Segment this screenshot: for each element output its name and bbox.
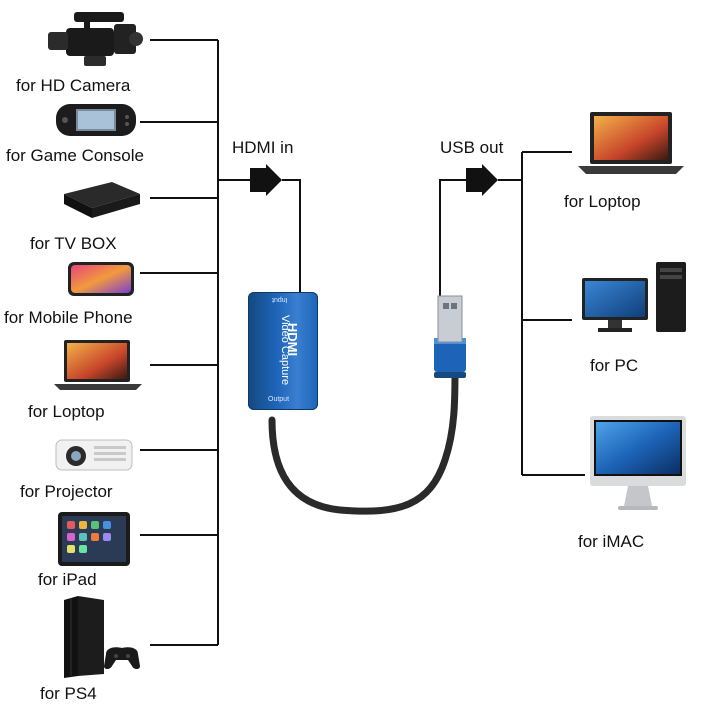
hdmi-in-arrow: [250, 164, 282, 196]
input-label-laptop: for Loptop: [28, 402, 105, 421]
input-label-projector: for Projector: [20, 482, 113, 501]
ps4-console-icon: [64, 596, 140, 678]
output-laptop-icon: [578, 112, 684, 174]
input-label-tv-box: for TV BOX: [30, 234, 117, 253]
laptop-icon: [54, 340, 142, 390]
handheld-console-icon: [56, 104, 136, 136]
output-label-imac: for iMAC: [578, 532, 645, 551]
tv-box-icon: [64, 182, 140, 218]
hdmi-capture-card: Input HDMI Video Capture Output: [248, 292, 318, 410]
tablet-icon: [58, 512, 130, 566]
projector-icon: [55, 439, 133, 471]
output-label-pc: for PC: [590, 356, 639, 375]
input-label-ipad: for iPad: [38, 570, 97, 589]
usb-out-arrow: [466, 164, 498, 196]
hdmi-in-path: [282, 179, 301, 295]
desktop-pc-icon: [582, 262, 686, 332]
hdmi-in-heading: HDMI in: [232, 138, 294, 157]
input-label-game-console: for Game Console: [6, 146, 144, 165]
usb-out-heading: USB out: [440, 138, 504, 157]
capture-card-name: Video Capture: [279, 314, 291, 386]
usb-out-path: [439, 179, 466, 300]
smartphone-icon: [68, 262, 134, 296]
usb-plug: [434, 295, 466, 378]
imac-icon: [590, 416, 686, 510]
input-label-ps4: for PS4: [40, 684, 97, 703]
input-label-mobile-phone: for Mobile Phone: [4, 308, 133, 327]
output-label-laptop: for Loptop: [564, 192, 641, 211]
usb-cable: [268, 366, 459, 515]
video-camera-icon: [48, 12, 143, 66]
capture-card-port-bottom: Output: [268, 396, 290, 403]
input-label-hd-camera: for HD Camera: [16, 76, 131, 95]
capture-card-port-top: Input: [272, 296, 288, 303]
